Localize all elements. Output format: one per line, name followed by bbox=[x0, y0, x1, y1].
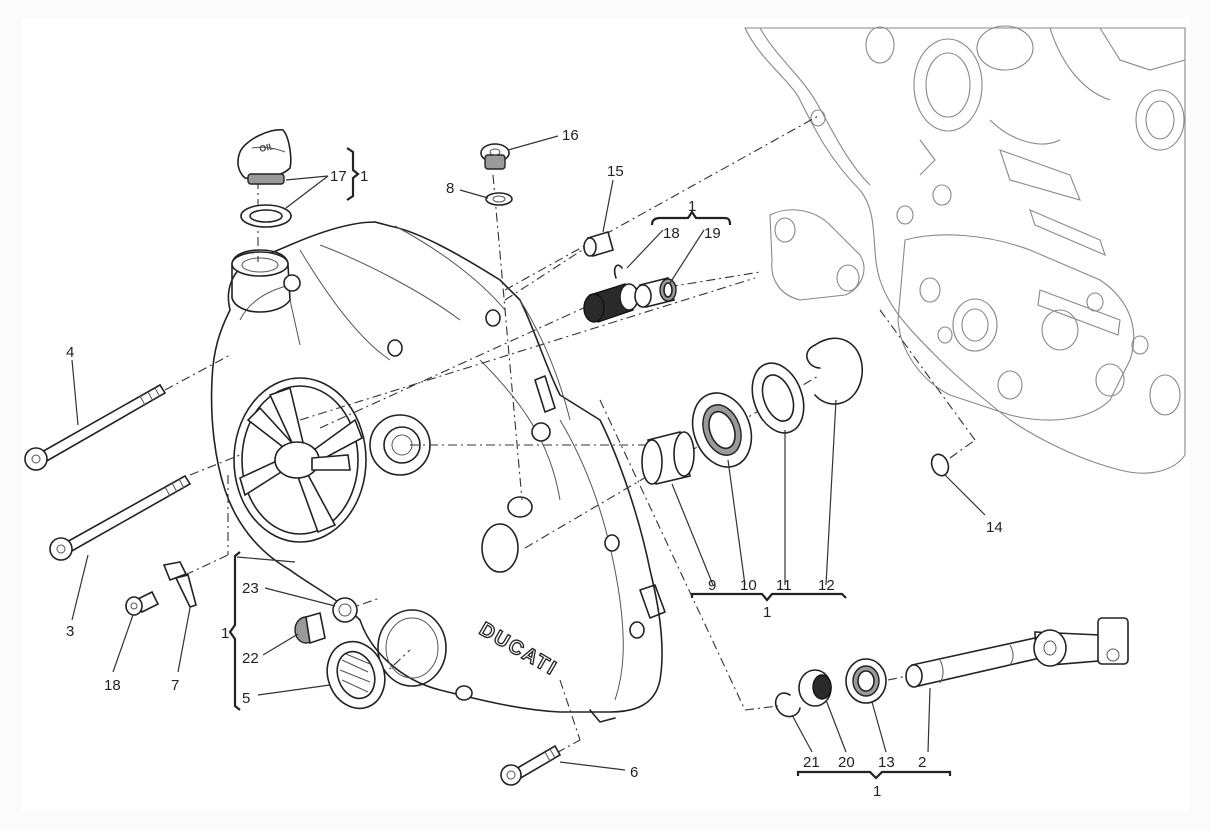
callout-18-bottom: 20 bbox=[838, 754, 855, 771]
circlip-21 bbox=[774, 692, 801, 718]
callout-1-shaft-group: 1 bbox=[873, 783, 881, 800]
shift-shaft-20 bbox=[905, 617, 1129, 688]
bushing-17 bbox=[583, 264, 639, 323]
oil-cap-seal-inner bbox=[249, 209, 283, 223]
seal-9 bbox=[691, 392, 753, 468]
callout-3: 4 bbox=[66, 344, 74, 361]
callout-16: 18 bbox=[104, 677, 121, 694]
callout-22: 22 bbox=[242, 650, 259, 667]
callout-17: 18 bbox=[663, 225, 680, 242]
oil-cap-label: OIL bbox=[258, 141, 275, 154]
callout-13: 15 bbox=[607, 163, 624, 180]
plug-22 bbox=[294, 611, 326, 645]
callout-labels: 17 1 16 8 15 1 18 19 4 14 3 23 1 22 5 18… bbox=[66, 127, 1003, 800]
bushing-8 bbox=[641, 431, 695, 485]
callout-18-top: 19 bbox=[704, 225, 721, 242]
callout-2: 3 bbox=[66, 623, 74, 640]
seal-19 bbox=[845, 658, 887, 704]
bolt-2 bbox=[49, 474, 192, 561]
callout-5: 6 bbox=[630, 764, 638, 781]
callout-19: 13 bbox=[878, 754, 895, 771]
callout-1-cap-group: 1 bbox=[221, 625, 229, 642]
callout-1-bushing-group: 1 bbox=[688, 198, 696, 215]
dowel-13 bbox=[583, 230, 614, 258]
bolt-3 bbox=[24, 383, 167, 471]
bushing-18-top bbox=[634, 277, 677, 308]
clutch-cover: DUCATI bbox=[210, 221, 666, 723]
crankcase-half bbox=[744, 25, 1186, 474]
assembly-braces bbox=[228, 147, 952, 780]
oil-filler-cap: OIL bbox=[237, 129, 292, 185]
callout-11: 12 bbox=[818, 577, 835, 594]
bolt-5 bbox=[500, 744, 562, 786]
clip-6 bbox=[162, 561, 197, 608]
callout-7: 8 bbox=[446, 180, 454, 197]
callout-23: 23 bbox=[242, 580, 259, 597]
washer-7 bbox=[485, 192, 513, 206]
circlip-11 bbox=[806, 337, 863, 405]
callout-21: 21 bbox=[803, 754, 820, 771]
bushing-18-bottom bbox=[798, 669, 832, 707]
washer-10 bbox=[751, 362, 805, 434]
washer-23 bbox=[332, 597, 358, 623]
callout-1-oil-cap: 1 bbox=[360, 168, 368, 185]
plug-14 bbox=[480, 143, 510, 170]
callout-1-seal-group: 1 bbox=[763, 604, 771, 621]
bolt-16 bbox=[125, 590, 160, 616]
inspection-cap-4 bbox=[326, 640, 386, 710]
drawing-area bbox=[22, 18, 1190, 810]
callout-12: 14 bbox=[986, 519, 1003, 536]
callout-10: 11 bbox=[776, 577, 792, 594]
callout-8: 9 bbox=[708, 577, 716, 594]
callout-6: 7 bbox=[171, 677, 179, 694]
callout-15: 17 bbox=[330, 168, 347, 185]
callout-9: 10 bbox=[740, 577, 757, 594]
callout-20: 2 bbox=[918, 754, 926, 771]
o-ring-12 bbox=[930, 453, 950, 477]
callout-14: 16 bbox=[562, 127, 579, 144]
leader-lines bbox=[71, 135, 986, 771]
callout-4: 5 bbox=[242, 690, 250, 707]
